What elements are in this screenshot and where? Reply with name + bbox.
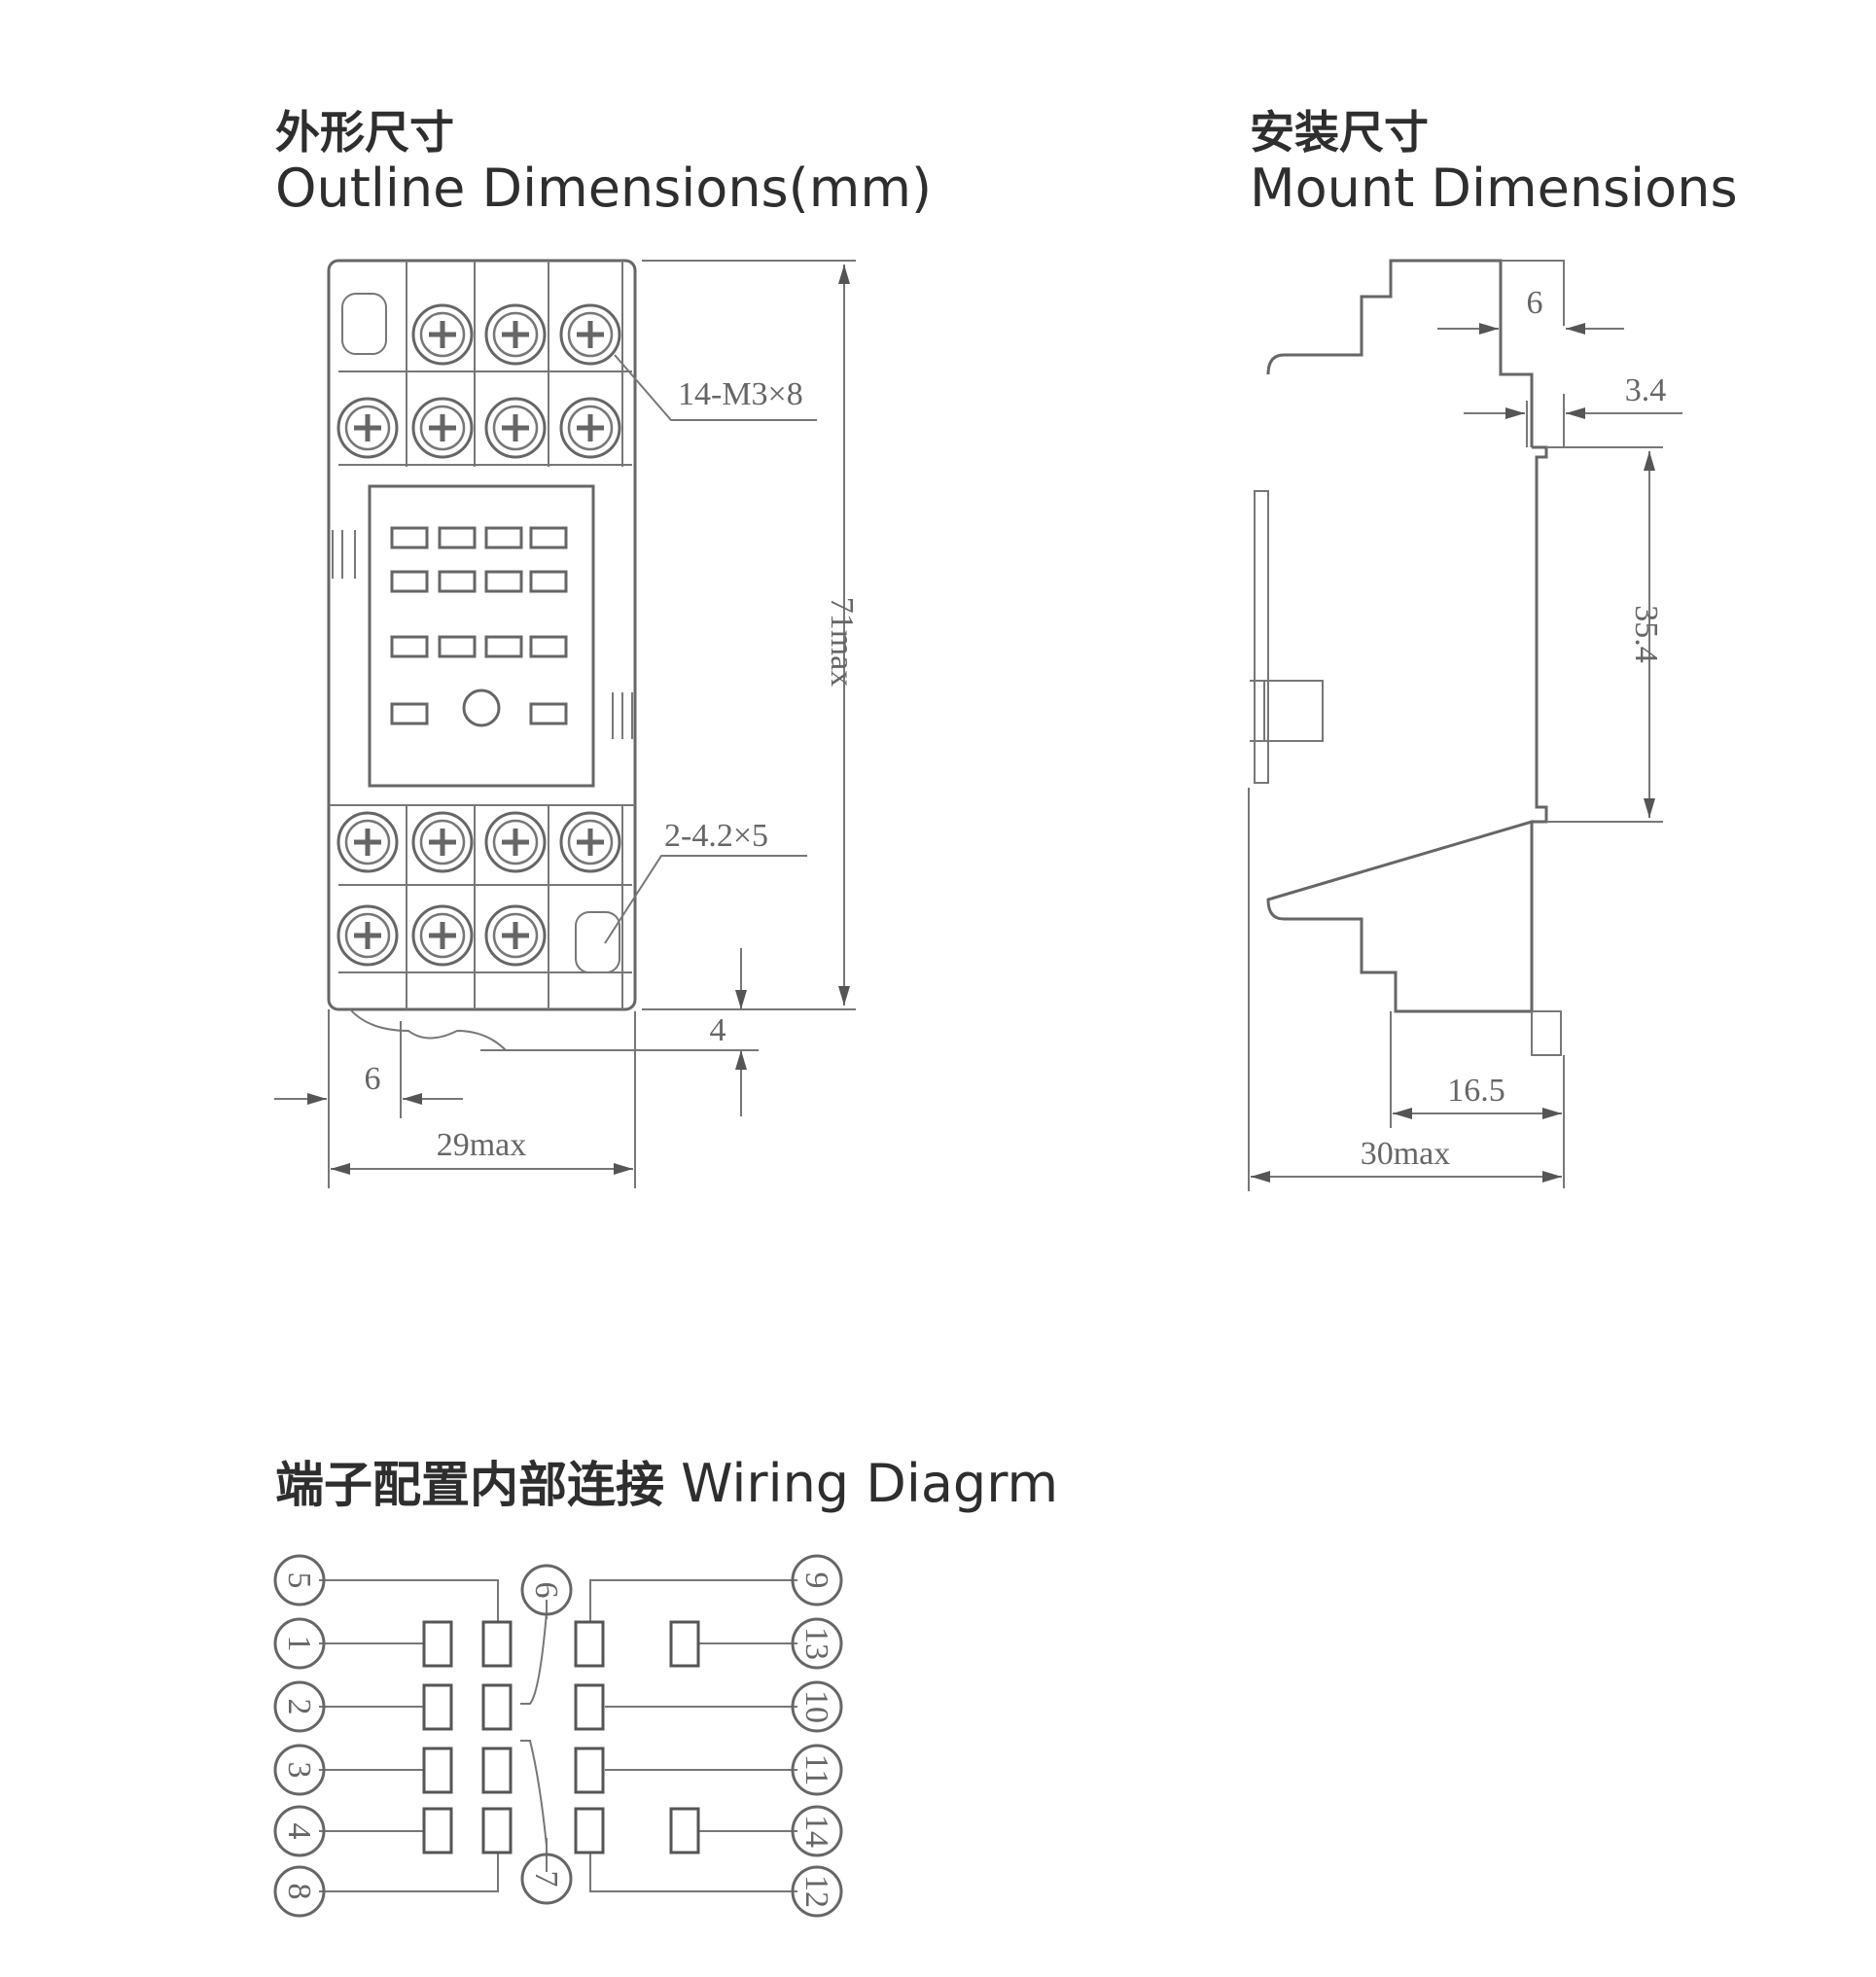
bottom-screw-row-1 [338, 813, 619, 871]
width-label: 29max [437, 1127, 527, 1163]
bottom-terminal-grid [329, 804, 635, 1009]
svg-text:10: 10 [798, 1690, 834, 1723]
terminal-3: 3 [273, 1744, 326, 1796]
svg-text:11: 11 [798, 1754, 834, 1786]
outline-drawing: 71max 4 14-M3×8 2-4.2×5 6 29max [274, 259, 860, 1188]
svg-text:13: 13 [798, 1627, 834, 1660]
side-back-plate [1254, 490, 1269, 784]
pitch-label: 6 [365, 1061, 381, 1097]
socket-body-outline [327, 259, 637, 1011]
side-latch [1250, 680, 1324, 742]
svg-text:9: 9 [798, 1572, 834, 1589]
socket-side-profile [1266, 259, 1534, 1013]
hole-spec-label: 2-4.2×5 [664, 818, 768, 854]
screw-spec-label: 14-M3×8 [678, 376, 803, 412]
svg-text:4: 4 [281, 1823, 317, 1840]
terminal-6: 6 [520, 1564, 573, 1616]
wiring-diagram: 5 1 2 3 4 8 6 7 9 13 10 11 14 12 [273, 1554, 843, 1918]
side-clips [332, 530, 633, 739]
terminal-1: 1 [273, 1617, 326, 1670]
rail-hook [1531, 1010, 1562, 1056]
mount-gap-label: 3.4 [1625, 372, 1667, 408]
bottom-clip [349, 1008, 632, 1051]
svg-text:3: 3 [281, 1762, 317, 1779]
outline-title-en: Outline Dimensions(mm) [275, 157, 933, 219]
terminal-8: 8 [273, 1865, 326, 1918]
svg-text:8: 8 [281, 1884, 317, 1900]
svg-text:7: 7 [528, 1871, 564, 1888]
mount-drawing: 6 3.4 35.4 16.5 30max [1248, 259, 1682, 1191]
outline-title-zh: 外形尺寸 [275, 106, 454, 159]
bottom-screw-row-2 [338, 906, 545, 965]
top-screw-row-1 [413, 305, 619, 364]
mount-title-zh: 安装尺寸 [1250, 106, 1429, 159]
terminal-11: 11 [791, 1744, 843, 1796]
mounting-hole-bottom [575, 911, 620, 973]
terminal-9: 9 [791, 1554, 843, 1606]
socket-slots [390, 526, 568, 727]
svg-text:2: 2 [281, 1699, 317, 1715]
svg-text:6: 6 [528, 1582, 564, 1599]
hole-leader [604, 855, 807, 944]
terminal-4: 4 [273, 1805, 326, 1857]
svg-text:12: 12 [798, 1875, 834, 1908]
wiring-diagram-title: 端子配置内部连接 Wiring Diagrm [275, 1453, 1059, 1514]
terminal-13: 13 [791, 1617, 843, 1670]
contacts [422, 1620, 700, 1854]
svg-text:5: 5 [281, 1572, 317, 1589]
din-rail-slot [1532, 445, 1548, 824]
mount-title-en: Mount Dimensions [1250, 157, 1738, 219]
depth-inner-label: 16.5 [1447, 1073, 1505, 1109]
svg-text:1: 1 [281, 1636, 317, 1652]
rail-width-label: 35.4 [1628, 605, 1664, 663]
wiring-lines [319, 1579, 797, 1892]
terminal-14: 14 [791, 1805, 843, 1857]
terminal-12: 12 [791, 1865, 843, 1918]
terminal-5: 5 [273, 1554, 326, 1606]
outline-dimensions-title: 外形尺寸 Outline Dimensions(mm) [275, 107, 932, 219]
screw-leader [614, 354, 817, 421]
terminal-10: 10 [791, 1680, 843, 1733]
wiring-title-zh: 端子配置内部连接 [275, 1457, 664, 1513]
mounting-hole-top [341, 293, 387, 355]
terminal-7: 7 [520, 1853, 573, 1905]
svg-text:14: 14 [798, 1815, 834, 1848]
height-label: 71max [824, 597, 860, 688]
depth-total-label: 30max [1361, 1136, 1451, 1172]
bottom-offset-label: 4 [710, 1012, 726, 1048]
top-screw-row-2 [338, 399, 619, 457]
terminal-2: 2 [273, 1680, 326, 1733]
mount-top-width-label: 6 [1527, 285, 1543, 321]
relay-socket-area [368, 484, 595, 788]
wiring-title-en: Wiring Diagrm [681, 1453, 1059, 1514]
mount-dimensions-title: 安装尺寸 Mount Dimensions [1250, 107, 1738, 219]
